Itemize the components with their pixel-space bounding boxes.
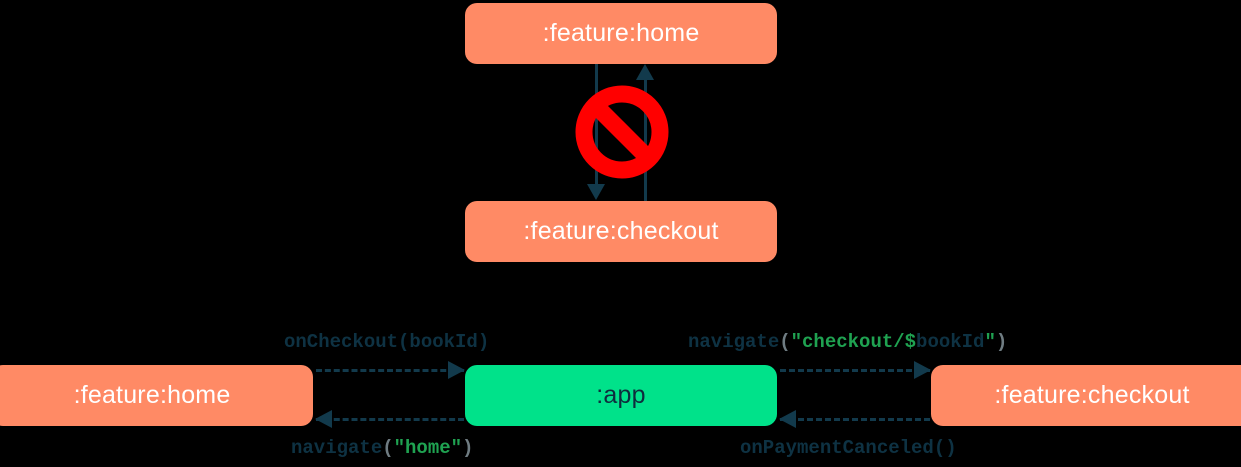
arrow-home-to-checkout-head bbox=[587, 184, 605, 200]
token-string-home: "home" bbox=[393, 437, 463, 459]
edge-label-navigate-checkout: navigate("checkout/$bookId") bbox=[688, 331, 1007, 353]
token-navigate: navigate bbox=[688, 331, 780, 353]
token-navigate-home: navigate bbox=[291, 437, 383, 459]
edge-label-on-checkout: onCheckout(bookId) bbox=[284, 331, 489, 353]
node-feature-checkout-bottom[interactable]: :feature:checkout bbox=[931, 365, 1241, 426]
token-close-paren: ) bbox=[995, 331, 1008, 353]
arrow-app-to-home bbox=[315, 410, 464, 428]
arrow-checkout-to-home-head bbox=[636, 64, 654, 80]
edge-label-on-payment-canceled: onPaymentCanceled() bbox=[740, 437, 957, 459]
node-feature-home-bottom[interactable]: :feature:home bbox=[0, 365, 313, 426]
token-on-payment-canceled: onPaymentCanceled() bbox=[740, 437, 957, 459]
node-feature-checkout-top[interactable]: :feature:checkout bbox=[465, 201, 777, 262]
arrow-home-to-app-line bbox=[316, 369, 464, 372]
token-var-bookid: bookId bbox=[916, 331, 985, 353]
token-close-paren-home: ) bbox=[462, 437, 474, 459]
arrow-checkout-to-app-line bbox=[780, 418, 930, 421]
arrow-home-to-app bbox=[316, 361, 465, 379]
edge-label-navigate-home: navigate("home") bbox=[291, 437, 473, 459]
token-string-checkout: "checkout/$ bbox=[790, 331, 917, 353]
token-open-paren-home: ( bbox=[382, 437, 394, 459]
arrow-app-to-checkout-line bbox=[780, 369, 930, 372]
node-feature-home-top[interactable]: :feature:home bbox=[465, 3, 777, 64]
arrow-app-to-checkout-head bbox=[914, 361, 931, 379]
token-open-paren: ( bbox=[779, 331, 791, 353]
arrow-checkout-to-app-head bbox=[779, 410, 796, 428]
arrow-checkout-to-home-line bbox=[644, 80, 647, 201]
arrow-home-to-app-head bbox=[448, 361, 465, 379]
arrow-home-to-checkout-line bbox=[595, 64, 598, 186]
arrow-app-to-checkout bbox=[780, 361, 931, 379]
node-app[interactable]: :app bbox=[465, 365, 777, 426]
arrow-checkout-to-app bbox=[779, 410, 930, 428]
forbidden-icon bbox=[575, 85, 669, 179]
arrow-app-to-home-head bbox=[315, 410, 332, 428]
arrow-app-to-home-line bbox=[316, 418, 464, 421]
token-quote-close: " bbox=[984, 331, 996, 353]
token-on-checkout: onCheckout(bookId) bbox=[284, 331, 490, 353]
